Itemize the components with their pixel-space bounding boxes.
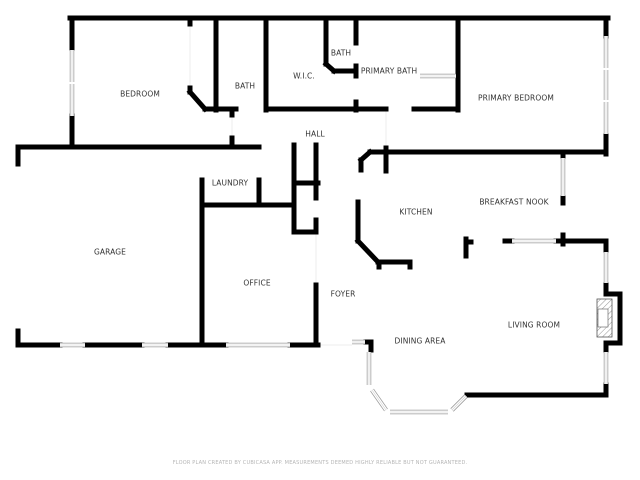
- room-label-bath-small: BATH: [330, 48, 352, 58]
- room-label-living-room: LIVING ROOM: [507, 320, 561, 330]
- window-glass-line: [451, 395, 467, 411]
- room-label-bedroom: BEDROOM: [120, 89, 160, 99]
- wall: [186, 88, 209, 113]
- room-label-office: OFFICE: [243, 278, 271, 288]
- room-label-breakfast-nook: BREAKFAST NOOK: [479, 197, 549, 207]
- walls: [15, 15, 623, 398]
- room-label-garage: GARAGE: [94, 247, 126, 257]
- wall: [354, 237, 382, 266]
- door-openings: [189, 24, 387, 346]
- room-label-primary-bedroom: PRIMARY BEDROOM: [478, 93, 554, 103]
- room-label-dining-area: DINING AREA: [394, 336, 446, 346]
- room-label-bath: BATH: [234, 81, 256, 91]
- window-glass-line: [371, 389, 387, 411]
- room-label-wic: W.I.C.: [293, 71, 315, 81]
- room-label-foyer: FOYER: [330, 289, 356, 299]
- fireplace-icon: [596, 298, 613, 338]
- room-label-hall: HALL: [305, 129, 325, 139]
- room-label-kitchen: KITCHEN: [399, 207, 433, 217]
- room-label-laundry: LAUNDRY: [211, 178, 249, 188]
- room-label-primary-bath: PRIMARY BATH: [360, 66, 418, 76]
- windows: [60, 36, 609, 415]
- footer-disclaimer: FLOOR PLAN CREATED BY CUBICASA APP. MEAS…: [172, 460, 468, 466]
